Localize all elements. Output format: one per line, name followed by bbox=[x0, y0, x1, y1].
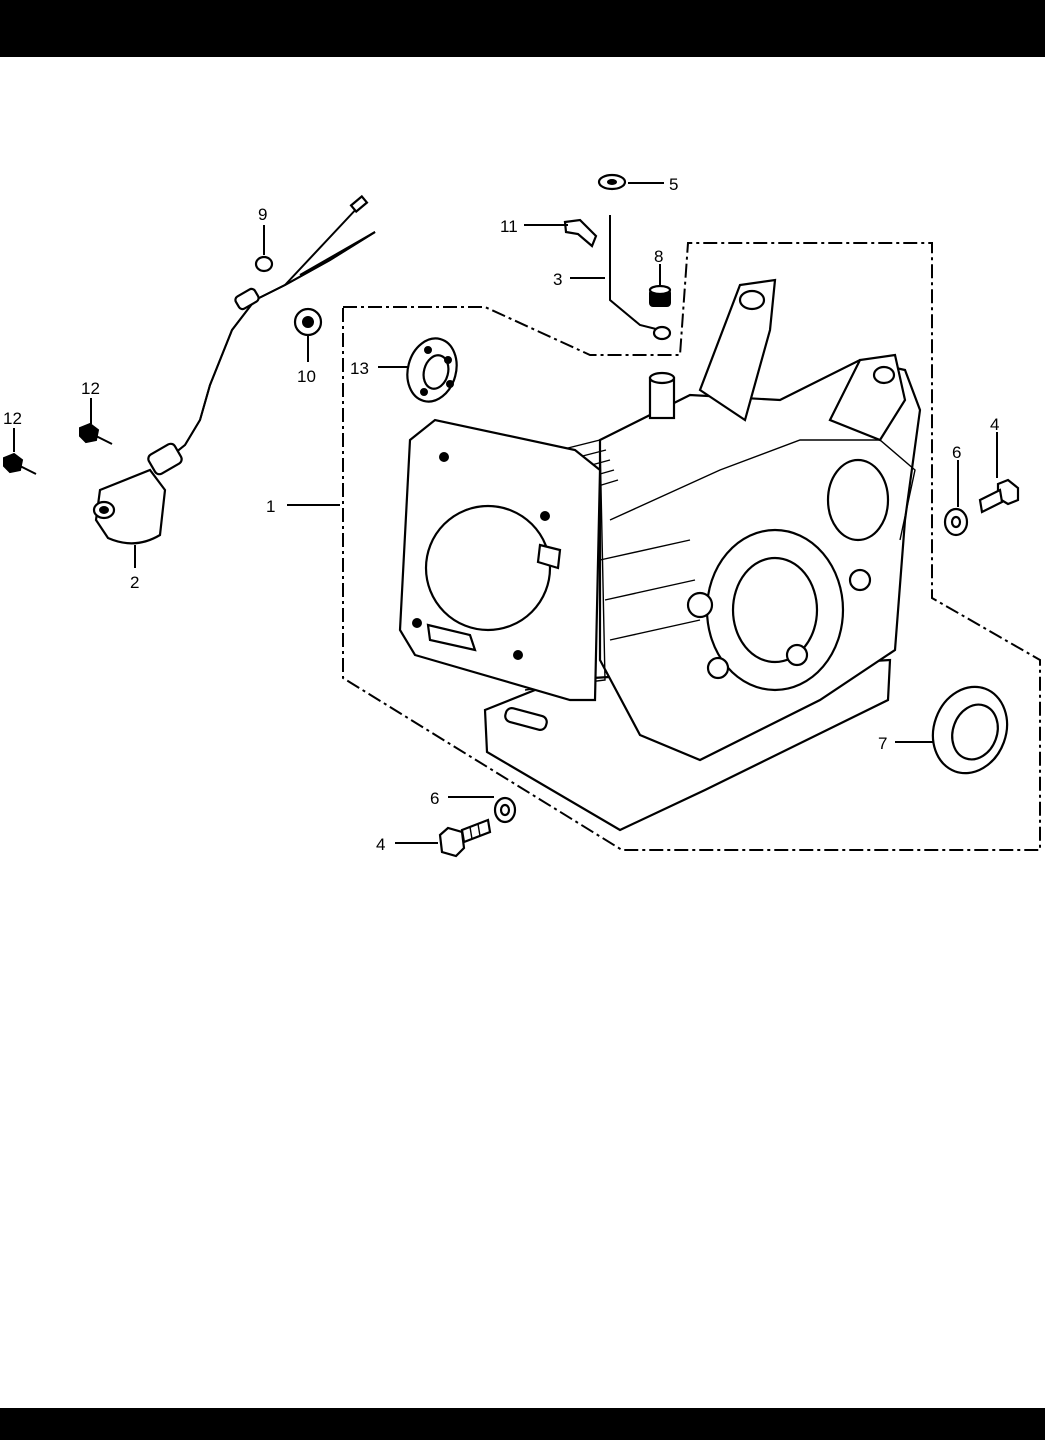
callout-7: 7 bbox=[878, 734, 887, 753]
callout-5: 5 bbox=[669, 175, 678, 194]
wire-clamp-icon bbox=[565, 220, 596, 246]
callout-6-right: 6 bbox=[952, 443, 961, 462]
callout-9: 9 bbox=[258, 205, 267, 224]
cylinder-block-crankcase-icon bbox=[400, 280, 920, 830]
oil-seal-icon bbox=[921, 676, 1019, 783]
callout-2: 2 bbox=[130, 573, 139, 592]
washer-icon bbox=[945, 509, 967, 535]
callout-4-right: 4 bbox=[990, 415, 999, 434]
washer-icon bbox=[599, 175, 625, 189]
grommet-icon bbox=[295, 309, 321, 335]
callout-13: 13 bbox=[350, 359, 369, 378]
callout-4-bottom: 4 bbox=[376, 835, 385, 854]
ball-bearing-icon bbox=[401, 333, 464, 407]
flange-bolt-icon bbox=[980, 480, 1018, 512]
callout-3: 3 bbox=[553, 270, 562, 289]
callout-10: 10 bbox=[297, 367, 316, 386]
oil-alert-switch-icon bbox=[94, 196, 375, 543]
cap-icon bbox=[650, 286, 670, 306]
callout-1: 1 bbox=[266, 497, 275, 516]
screw-icon bbox=[4, 454, 36, 474]
footer-bar bbox=[0, 1408, 1045, 1440]
callout-11: 11 bbox=[500, 217, 518, 236]
callout-12-upper: 12 bbox=[81, 379, 100, 398]
washer-icon bbox=[495, 798, 515, 822]
callout-12-left: 12 bbox=[3, 409, 22, 428]
screw-icon bbox=[80, 424, 112, 444]
flange-bolt-icon bbox=[440, 820, 490, 856]
clip-icon bbox=[256, 257, 272, 271]
callout-6-bottom: 6 bbox=[430, 789, 439, 808]
callout-8: 8 bbox=[654, 247, 663, 266]
